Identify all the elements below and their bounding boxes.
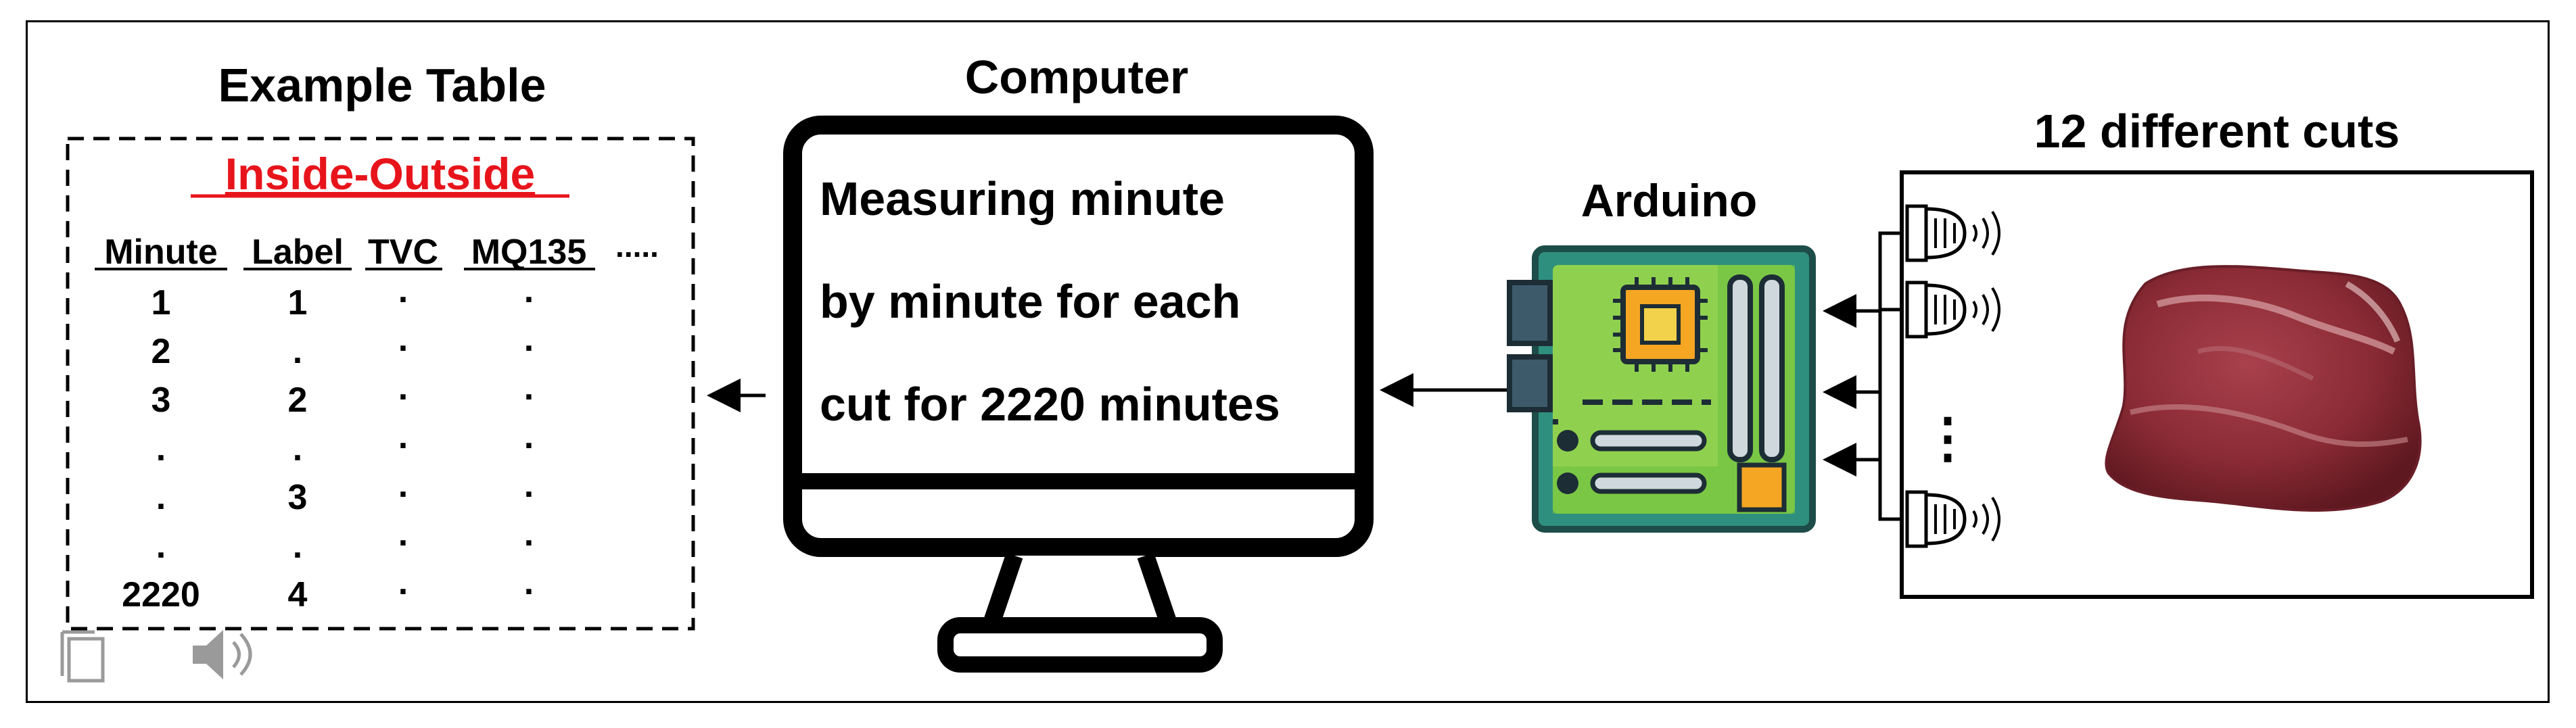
table-cell: . [398, 271, 408, 310]
table-cell: . [398, 368, 408, 408]
column-header-mq135: MQ135 [471, 233, 587, 272]
table-title: Example Table [218, 59, 546, 112]
table-cell: . [398, 417, 408, 456]
gas-sensor-icon [1905, 281, 2000, 339]
screen-line-1: Measuring minute [820, 172, 1225, 225]
table-cell: 3 [288, 478, 308, 517]
monitor-icon [783, 116, 1374, 673]
column-header-label: Label [252, 233, 344, 272]
table-cell: . [524, 368, 534, 408]
sensor-bus-arrows [1823, 231, 1907, 521]
screen-line-3: cut for 2220 minutes [820, 378, 1280, 431]
table-dashed-border [66, 137, 695, 631]
table-cell: 3 [151, 381, 171, 420]
gas-sensor-icon [1905, 204, 2000, 262]
speaker-icon [193, 630, 252, 679]
table-cell: 1 [151, 283, 171, 322]
table-cell: . [156, 429, 166, 468]
table-body: 1 1.. 2... 3 2....... 3...... 2220 4.. [122, 271, 534, 614]
table-cell: . [156, 478, 166, 517]
table-cell: . [398, 514, 408, 554]
table-cell: . [524, 417, 534, 456]
arduino-board-icon [1507, 245, 1816, 533]
sensor-group [1905, 204, 2000, 548]
table-cell: . [293, 429, 302, 468]
table-cell: . [524, 466, 534, 505]
meat-cut-image [2105, 265, 2422, 512]
copy-icon [60, 630, 105, 683]
table-cell: 2 [151, 332, 171, 371]
table-cell: . [398, 563, 408, 602]
table-cell: 4 [288, 575, 308, 614]
table-cell: . [293, 332, 302, 371]
cuts-title: 12 different cuts [2034, 105, 2400, 157]
arduino-title: Arduino [1581, 175, 1758, 226]
table-cell: . [398, 466, 408, 505]
table-cell: . [293, 527, 302, 566]
computer-title: Computer [965, 51, 1189, 103]
table-cell: . [524, 271, 534, 310]
column-header-minute: Minute [104, 233, 218, 272]
table-cell: 2220 [122, 575, 200, 614]
column-header-more: ..... [615, 228, 659, 264]
table-cell: . [524, 320, 534, 359]
gas-sensor-icon [1905, 490, 2000, 548]
table-cell: 2 [288, 381, 308, 420]
screen-line-2: by minute for each [820, 275, 1240, 328]
table-cell: . [524, 563, 534, 602]
table-cell: . [156, 527, 166, 566]
table-header-row: Minute Label TVC MQ135 ..... [95, 228, 659, 272]
table-cell: . [398, 320, 408, 359]
column-header-tvc: TVC [368, 233, 438, 272]
table-cell: . [524, 514, 534, 554]
table-cell: 1 [288, 283, 308, 322]
table-subtitle: Inside-Outside [225, 149, 535, 199]
sensor-ellipsis: ⋮ [1921, 408, 1975, 468]
